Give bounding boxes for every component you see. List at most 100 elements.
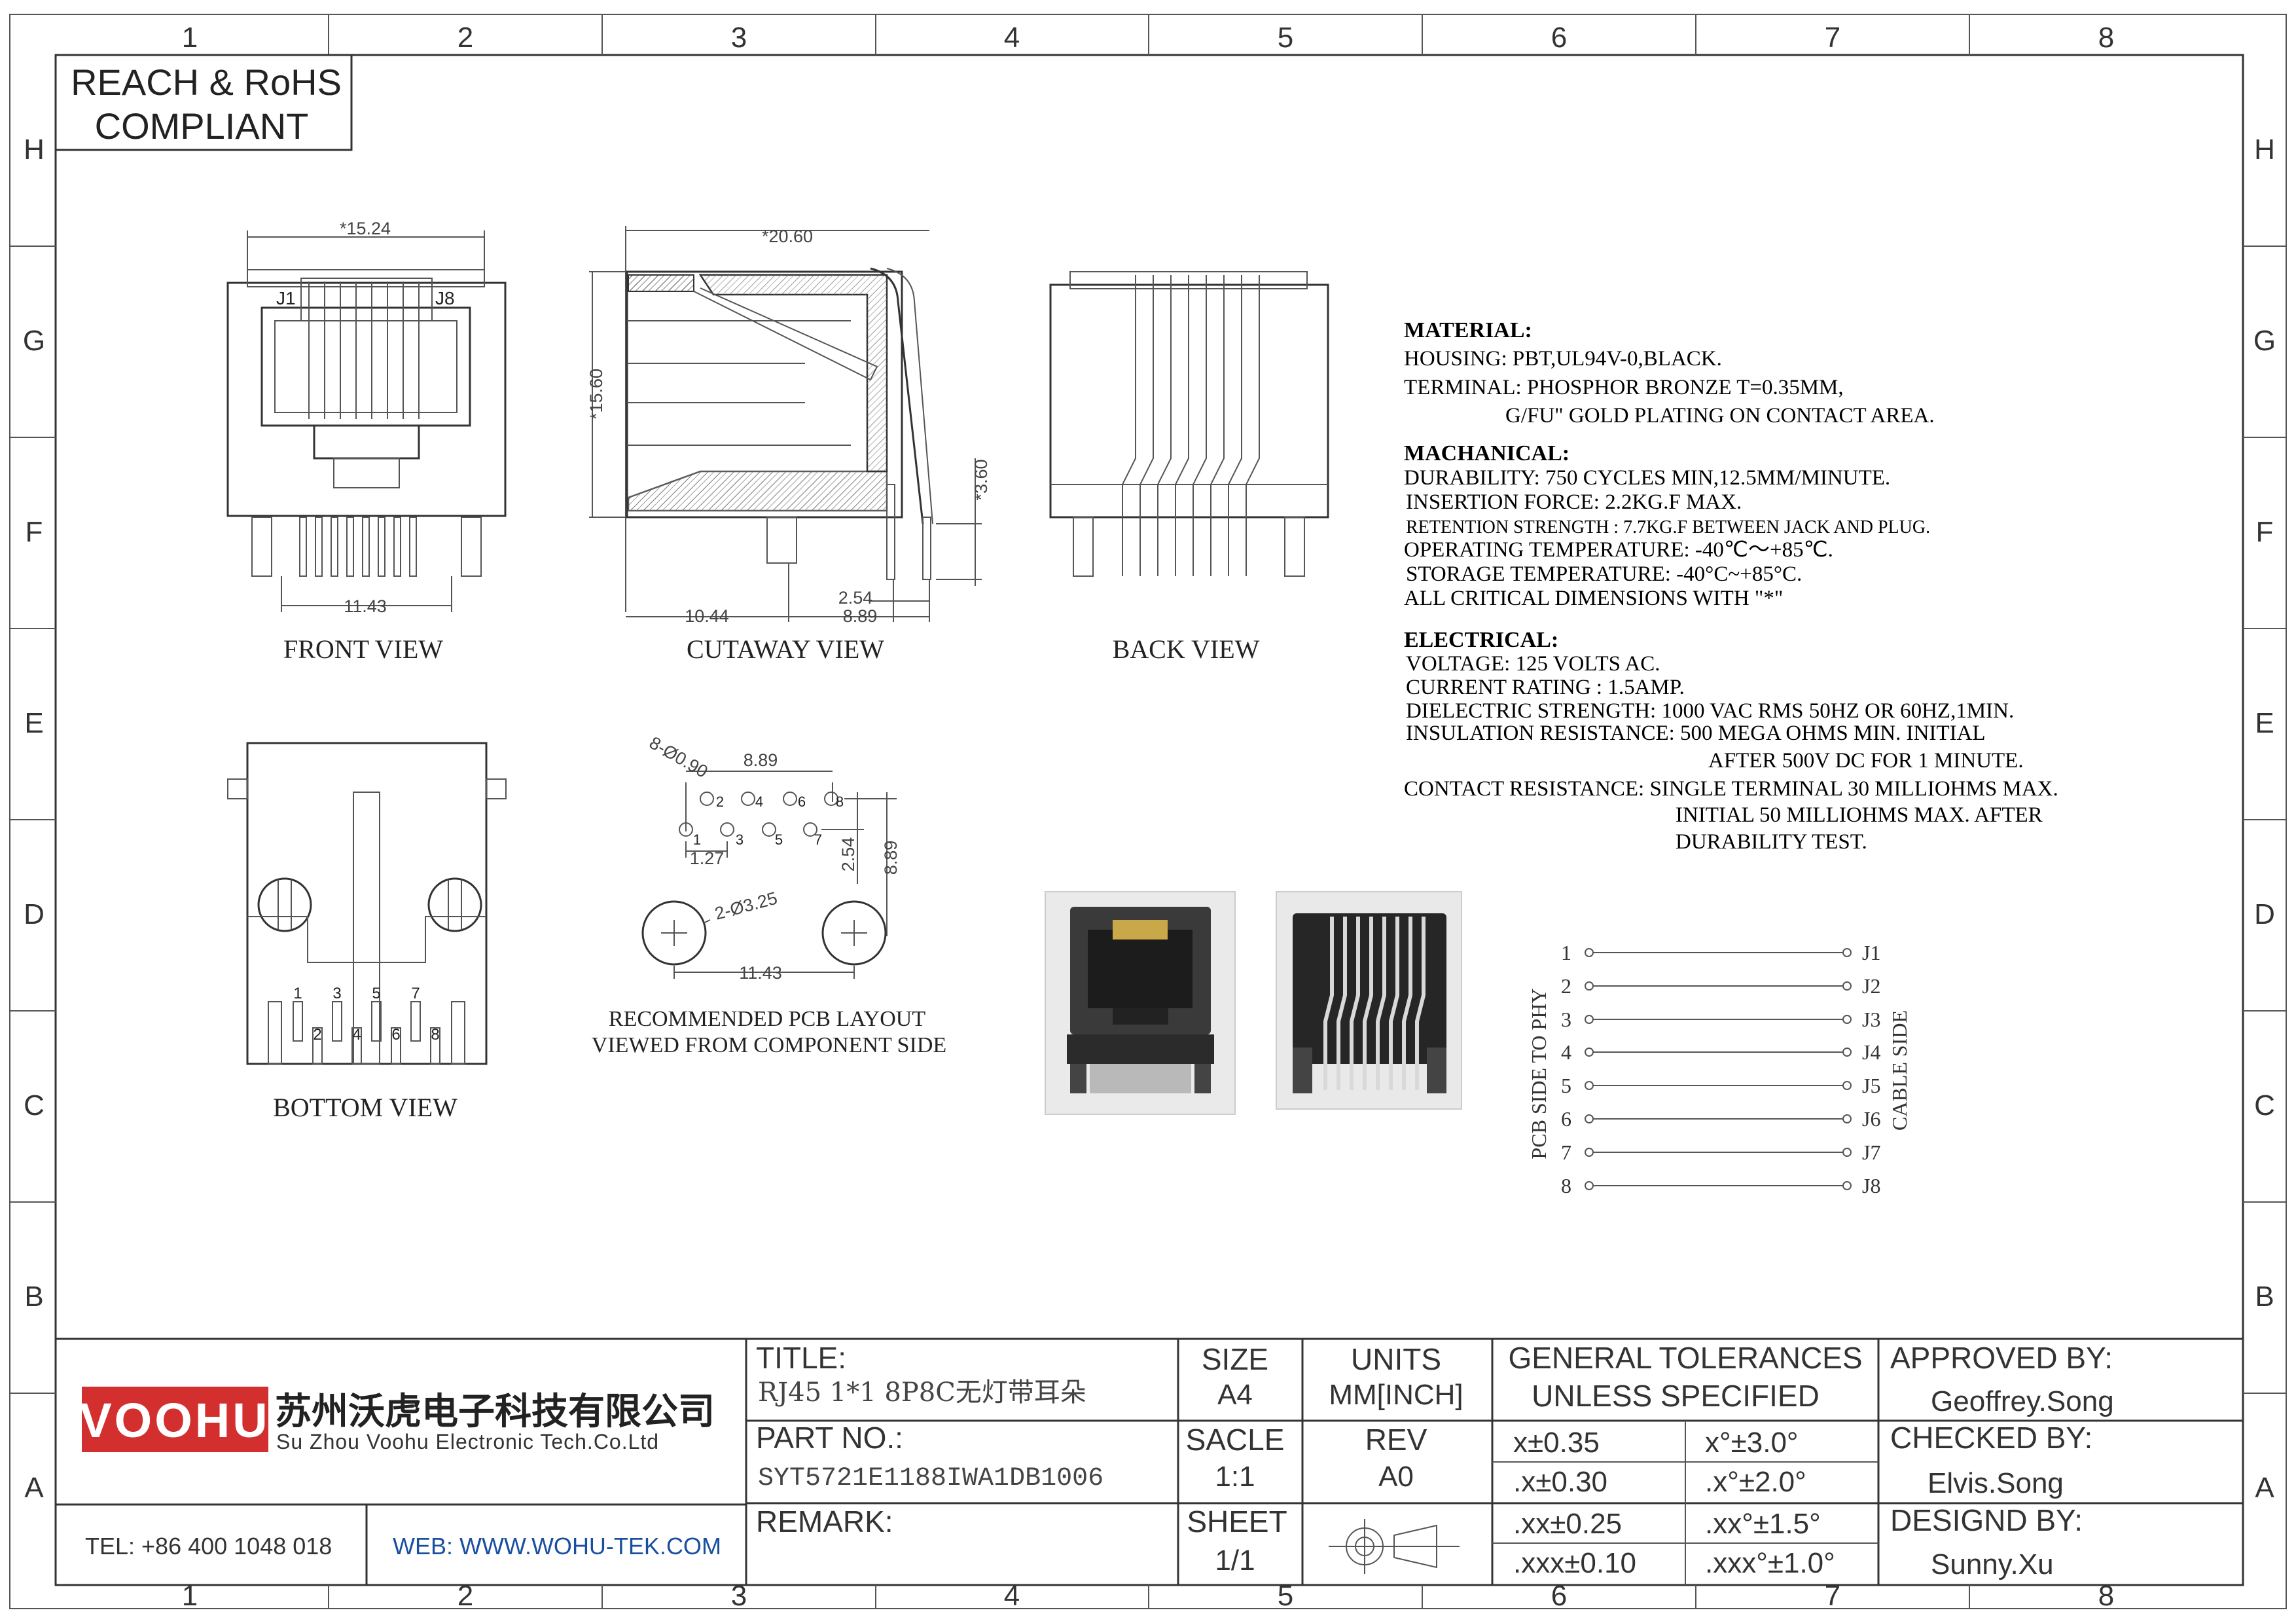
units-label: UNITS — [1351, 1342, 1441, 1376]
spec-mech-5: STORAGE TEMPERATURE: -40°C~+85°C. — [1406, 562, 1802, 586]
pcb-pin-8: 8 — [836, 793, 844, 810]
tolerance-head-2: UNLESS SPECIFIED — [1532, 1379, 1820, 1413]
tol-angle-3: .xxx°±1.0° — [1705, 1547, 1835, 1579]
company-logo — [82, 1387, 268, 1452]
zone-col-4: 4 — [1004, 22, 1020, 54]
pcb-pin-5: 5 — [775, 831, 783, 848]
company-logo-text: VOOHU — [79, 1393, 270, 1448]
part-label: PART NO.: — [756, 1421, 903, 1455]
tol-linear-1: .x±0.30 — [1513, 1466, 1607, 1498]
compliance-box — [54, 54, 353, 151]
checked-value: Elvis.Song — [1928, 1467, 2064, 1499]
wire-left-1: 1 — [1561, 941, 1571, 964]
zone-row-c: C — [24, 1089, 45, 1122]
design-value: Sunny.Xu — [1931, 1548, 2054, 1580]
approved-label: APPROVED BY: — [1890, 1341, 2113, 1375]
zone-col-7-bottom: 7 — [1825, 1580, 1840, 1612]
wire-right-j8: J8 — [1862, 1174, 1880, 1197]
spec-mech-4: OPERATING TEMPERATURE: -40℃～+85℃. — [1404, 538, 1833, 562]
bottom-pin-6: 6 — [391, 1026, 400, 1044]
zone-row-g: G — [23, 325, 45, 357]
pcb-pin-7: 7 — [814, 831, 822, 848]
zone-row-e: E — [24, 707, 43, 739]
rev-value: A0 — [1378, 1461, 1414, 1493]
zone-row-d: D — [24, 898, 45, 930]
spec-elec-head: ELECTRICAL: — [1404, 628, 1558, 652]
bottom-pin-8: 8 — [431, 1026, 439, 1044]
wire-right-j7: J7 — [1862, 1140, 1880, 1164]
title-label: TITLE: — [756, 1341, 846, 1375]
bottom-pins — [268, 1001, 465, 1065]
cutaway-dim-c: 8.89 — [843, 606, 878, 626]
size-value: A4 — [1217, 1379, 1253, 1411]
tol-angle-1: .x°±2.0° — [1705, 1466, 1806, 1498]
sheet-label: SHEET — [1187, 1504, 1287, 1539]
zone-row-h: H — [24, 134, 45, 166]
spec-mech-1: DURABILITY: 750 CYCLES MIN,12.5MM/MINUTE… — [1404, 466, 1890, 490]
spec-elec-6: CONTACT RESISTANCE: SINGLE TERMINAL 30 M… — [1404, 777, 2058, 801]
spec-elec-5: AFTER 500V DC FOR 1 MINUTE. — [1708, 749, 2024, 773]
zone-row-a: A — [24, 1472, 44, 1504]
pcb-pin-3: 3 — [736, 831, 744, 848]
front-dim-width: *15.24 — [340, 219, 391, 238]
zone-row-b-right: B — [2255, 1281, 2274, 1313]
zone-col-3-bottom: 3 — [731, 1580, 747, 1612]
pcb-caption-2: VIEWED FROM COMPONENT SIDE — [592, 1033, 946, 1057]
back-view-drawing — [1049, 271, 1329, 577]
pcb-pin-6: 6 — [798, 793, 806, 810]
zone-row-g-right: G — [2253, 325, 2276, 357]
spec-elec-4: INSULATION RESISTANCE: 500 MEGA OHMS MIN… — [1406, 721, 1986, 745]
specifications: MATERIAL: HOUSING: PBT,UL94V-0,BLACK. TE… — [1404, 318, 2058, 854]
rev-label: REV — [1365, 1423, 1427, 1457]
company-web: WEB: WWW.WOHU-TEK.COM — [393, 1533, 721, 1559]
zone-row-f: F — [26, 516, 43, 548]
zone-col-2: 2 — [457, 22, 473, 54]
zone-col-1-bottom: 1 — [182, 1580, 198, 1612]
zone-row-d-right: D — [2254, 898, 2275, 930]
pcb-peg-callout: 2-Ø3.25 — [713, 888, 780, 924]
spec-material-1: HOUSING: PBT,UL94V-0,BLACK. — [1404, 347, 1722, 371]
zone-col-8-bottom: 8 — [2098, 1580, 2114, 1612]
units-value: MM[INCH] — [1329, 1379, 1463, 1411]
compliance-line-1: REACH & RoHS — [71, 62, 342, 103]
wire-right-j6: J6 — [1862, 1107, 1880, 1131]
company-tel: TEL: +86 400 1048 018 — [85, 1533, 332, 1559]
product-photo-back — [1276, 891, 1462, 1110]
part-value: SYT5721E1188IWA1DB1006 — [758, 1464, 1103, 1493]
company-name-cn: 苏州沃虎电子科技有限公司 — [275, 1391, 715, 1433]
back-contacts — [1122, 275, 1260, 576]
design-label: DESIGND BY: — [1890, 1503, 2083, 1537]
front-view-drawing — [226, 230, 507, 612]
pcb-caption-1: RECOMMENDED PCB LAYOUT — [609, 1007, 925, 1031]
zone-row-e-right: E — [2255, 707, 2274, 739]
tol-linear-2: .xx±0.25 — [1513, 1508, 1622, 1540]
spec-mech-head: MACHANICAL: — [1404, 441, 1570, 465]
zone-row-f-right: F — [2256, 516, 2274, 548]
zone-row-c-right: C — [2254, 1089, 2275, 1122]
bottom-pin-7: 7 — [411, 985, 420, 1002]
title-block — [56, 1338, 2243, 1585]
zone-row-h-right: H — [2254, 134, 2275, 166]
tol-angle-2: .xx°±1.5° — [1705, 1508, 1821, 1540]
wire-left-4: 4 — [1561, 1040, 1571, 1064]
spec-material-head: MATERIAL: — [1404, 318, 1532, 342]
product-photo-front — [1045, 891, 1236, 1115]
bottom-view-drawing — [227, 742, 507, 1065]
spec-elec-8: DURABILITY TEST. — [1676, 830, 1867, 854]
title-value: RJ45 1*1 8P8C无灯带耳朵 — [758, 1377, 1086, 1408]
wire-left-5: 5 — [1561, 1074, 1571, 1097]
cutaway-dim-b: 2.54 — [838, 588, 873, 608]
remark-label: REMARK: — [756, 1504, 893, 1539]
wire-right-j5: J5 — [1862, 1074, 1880, 1097]
scale-value: 1:1 — [1215, 1461, 1255, 1493]
spec-material-3: G/FU" GOLD PLATING ON CONTACT AREA. — [1505, 404, 1935, 428]
scale-label: SACLE — [1186, 1423, 1285, 1457]
pcb-dim-span: 8.89 — [744, 750, 778, 770]
projection-symbol-icon — [1329, 1519, 1460, 1574]
tol-angle-0: x°±3.0° — [1705, 1427, 1799, 1459]
spec-elec-7: INITIAL 50 MILLIOHMS MAX. AFTER — [1676, 803, 2043, 827]
wire-left-2: 2 — [1561, 974, 1571, 998]
checked-label: CHECKED BY: — [1890, 1421, 2092, 1455]
front-label-j1: J1 — [276, 288, 296, 308]
